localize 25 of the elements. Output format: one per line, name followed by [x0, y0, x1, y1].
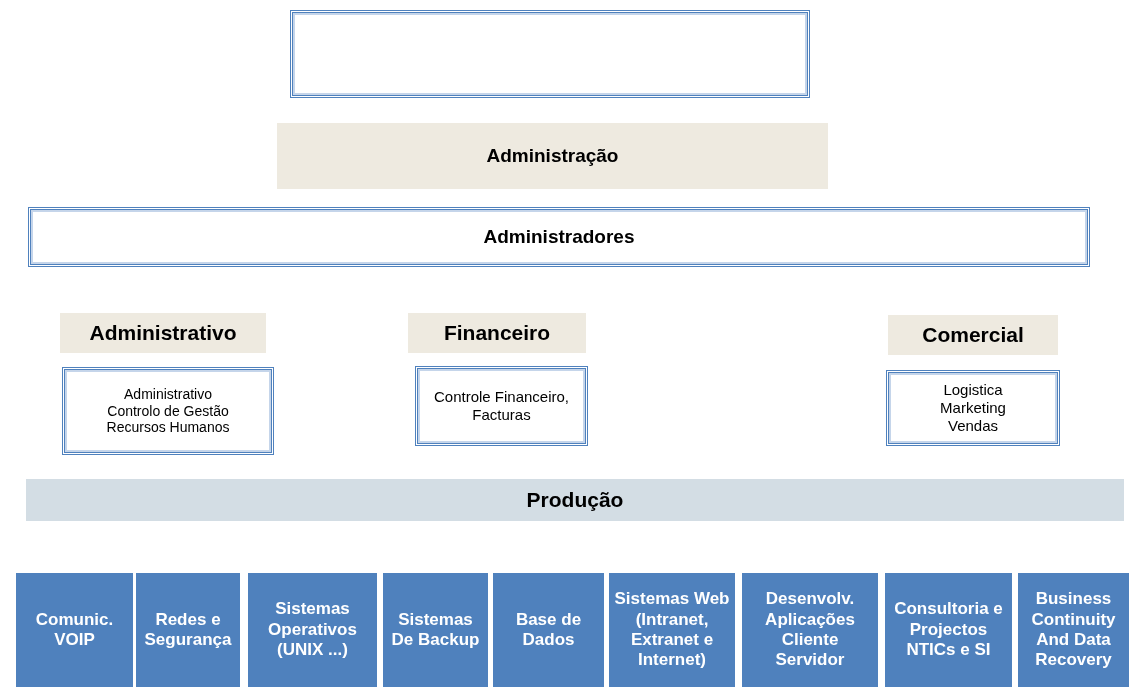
- department-box: [62, 367, 274, 455]
- list-item: Vendas: [947, 417, 998, 435]
- list-item: Recursos Humanos: [106, 419, 230, 437]
- department-header: Financeiro: [408, 313, 586, 353]
- department-box: Controle Financeiro, Facturas: [415, 366, 588, 446]
- section-header: Administração: [277, 123, 828, 189]
- list-item: Administrativo: [124, 385, 212, 403]
- section-bar: Administradores: [28, 207, 1090, 267]
- service-tile: Consultoria e Projectos NTICs e SI: [885, 573, 1012, 687]
- service-tile: Redes e Segurança: [136, 573, 240, 687]
- service-tile: Sistemas De Backup: [383, 573, 488, 687]
- service-tile: Sistemas Operativos (UNIX ...): [248, 573, 377, 687]
- service-tile: Business Continuity And Data Recovery: [1018, 573, 1129, 687]
- title-frame: [290, 10, 810, 98]
- service-tile: Desenvolv. Aplicações Cliente Servidor: [742, 573, 878, 687]
- department-header: Administrativo: [60, 313, 266, 353]
- section-bar: Produção: [26, 479, 1124, 521]
- list-item: Marketing: [940, 399, 1006, 417]
- service-tile: Base de Dados: [493, 573, 604, 687]
- service-tile: Comunic. VOIP: [16, 573, 133, 687]
- list-item: Logistica: [943, 381, 1003, 399]
- list-item: Controlo de Gestão: [107, 402, 229, 420]
- department-header: Comercial: [888, 315, 1058, 355]
- service-tile: Sistemas Web (Intranet, Extranet e Internet): [609, 573, 735, 687]
- department-box: [886, 370, 1060, 446]
